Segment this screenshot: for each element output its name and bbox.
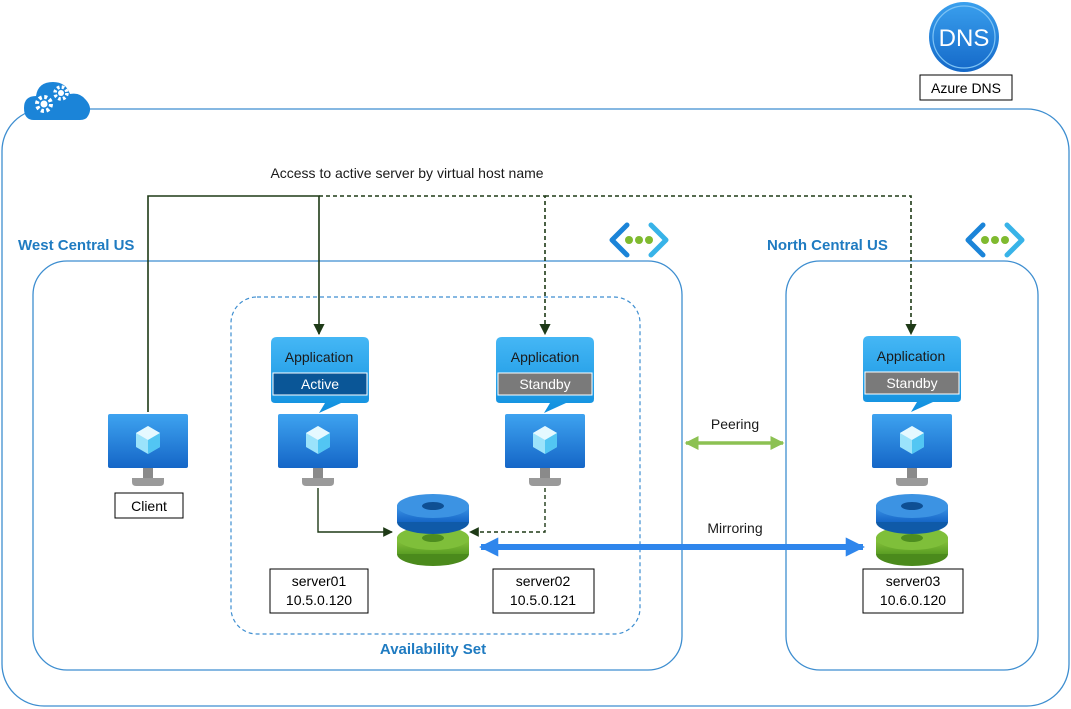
north-vnet-icon: [968, 225, 1022, 255]
dns-icon-text: DNS: [939, 25, 990, 52]
dns-label: Azure DNS: [931, 80, 1001, 96]
peering-label: Peering: [711, 416, 759, 432]
disk-stack-icon: [876, 494, 948, 566]
west-region-box: [32, 260, 683, 671]
server01-vm-icon: [278, 414, 358, 486]
server03-vm-icon: [872, 414, 952, 486]
server01-disk-connector: [317, 488, 393, 537]
app-title: Application: [511, 349, 580, 365]
server-ip: 10.6.0.120: [880, 592, 946, 608]
standby-badge: [497, 372, 593, 396]
access-note: Access to active server by virtual host …: [270, 165, 543, 181]
azure-cloud-boundary: [1, 108, 1070, 707]
state-label: Active: [301, 376, 339, 392]
server02-disk-connector: [469, 488, 546, 537]
client-vm-icon: [108, 414, 188, 486]
server-ip: 10.5.0.121: [510, 592, 576, 608]
north-region-label: North Central US: [767, 237, 888, 254]
dns-icon: [929, 2, 999, 72]
north-region-box: [785, 260, 1039, 671]
cloud-gear-icon: [24, 82, 91, 120]
active-badge: [272, 372, 368, 396]
state-label: Standby: [519, 376, 570, 392]
availability-set-box: [230, 296, 641, 635]
availability-set-label: Availability Set: [380, 641, 486, 658]
disk-stack-icon: [397, 494, 469, 566]
server02-group: Application Standby server02 10.5.0.121: [492, 337, 595, 614]
server-ip: 10.5.0.120: [286, 592, 352, 608]
server-name: server03: [886, 573, 941, 589]
azure-dns: DNS Azure DNS: [919, 2, 1013, 101]
server-name: server02: [516, 573, 571, 589]
standby-badge: [864, 371, 960, 395]
server-name: server01: [292, 573, 347, 589]
west-vnet-icon: [612, 225, 666, 255]
server01-group: Application Active server01 10.5.0.120: [269, 337, 369, 614]
server03-group: Application Standby server03 10.6.0.120: [862, 336, 964, 614]
access-connectors: [147, 195, 917, 412]
mirroring-label: Mirroring: [707, 520, 762, 536]
app-title: Application: [877, 348, 946, 364]
app-title: Application: [285, 349, 354, 365]
server02-vm-icon: [505, 414, 585, 486]
west-region-label: West Central US: [18, 237, 134, 254]
state-label: Standby: [886, 375, 937, 391]
client-label: Client: [131, 498, 167, 514]
